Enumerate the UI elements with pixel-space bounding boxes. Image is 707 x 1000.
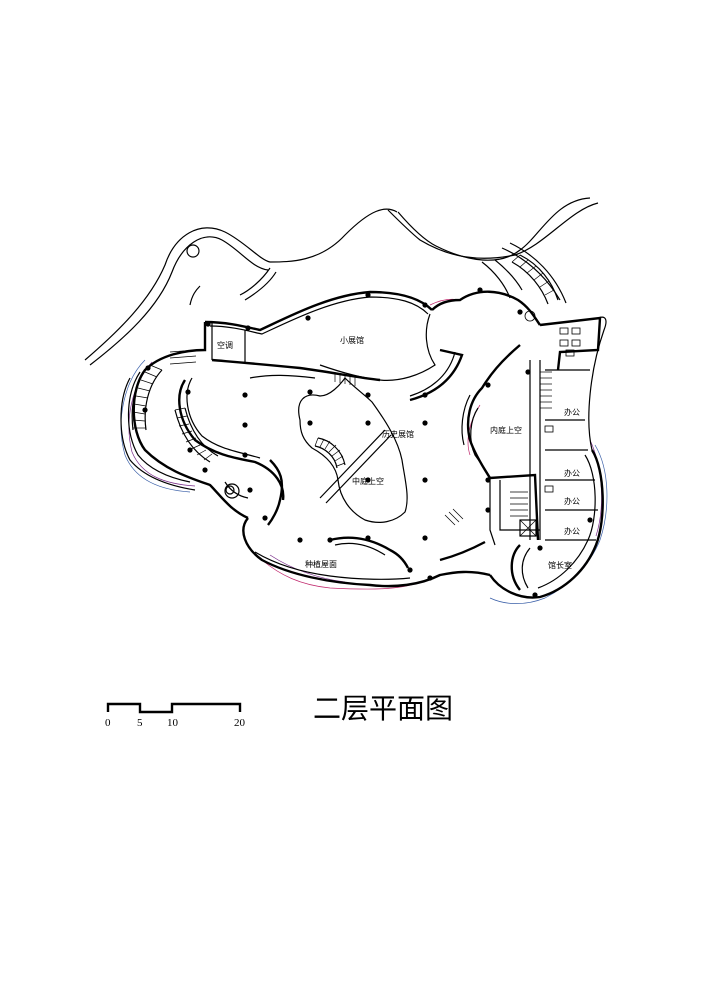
stairs	[131, 254, 559, 537]
toilet-fixtures	[524, 310, 581, 493]
label-office-3: 办公	[564, 496, 580, 506]
inner-court	[470, 407, 491, 479]
label-office-1: 办公	[564, 407, 580, 417]
label-central-court-void: 中庭上空	[352, 476, 384, 486]
scale-bar: 0 5 10 20	[105, 702, 246, 729]
interior-walls	[178, 322, 598, 591]
outer-walls	[120, 290, 607, 599]
label-office-4: 办公	[564, 526, 580, 536]
label-inner-court-void: 内庭上空	[490, 425, 522, 435]
round-core	[224, 483, 240, 499]
central-court	[298, 377, 408, 523]
scale-label-20: 20	[234, 717, 246, 729]
scale-label-0: 0	[105, 717, 111, 729]
scale-label-10: 10	[167, 717, 179, 729]
scale-label-5: 5	[137, 717, 143, 729]
round-feature	[186, 244, 200, 258]
label-small-gallery: 小展馆	[340, 335, 364, 345]
label-planted-roof: 种植屋面	[305, 559, 337, 569]
label-director-office: 馆长室	[548, 560, 572, 570]
label-office-2: 办公	[564, 468, 580, 478]
columns	[142, 287, 593, 598]
label-aircon: 空调	[217, 340, 233, 350]
room-labels: 空调 小展馆 历史展馆 内庭上空 中庭上空 办公 办公 办公 办公 馆长室 种植…	[217, 335, 580, 570]
label-history-gallery: 历史展馆	[382, 429, 414, 439]
drawing-title: 二层平面图	[313, 692, 453, 725]
